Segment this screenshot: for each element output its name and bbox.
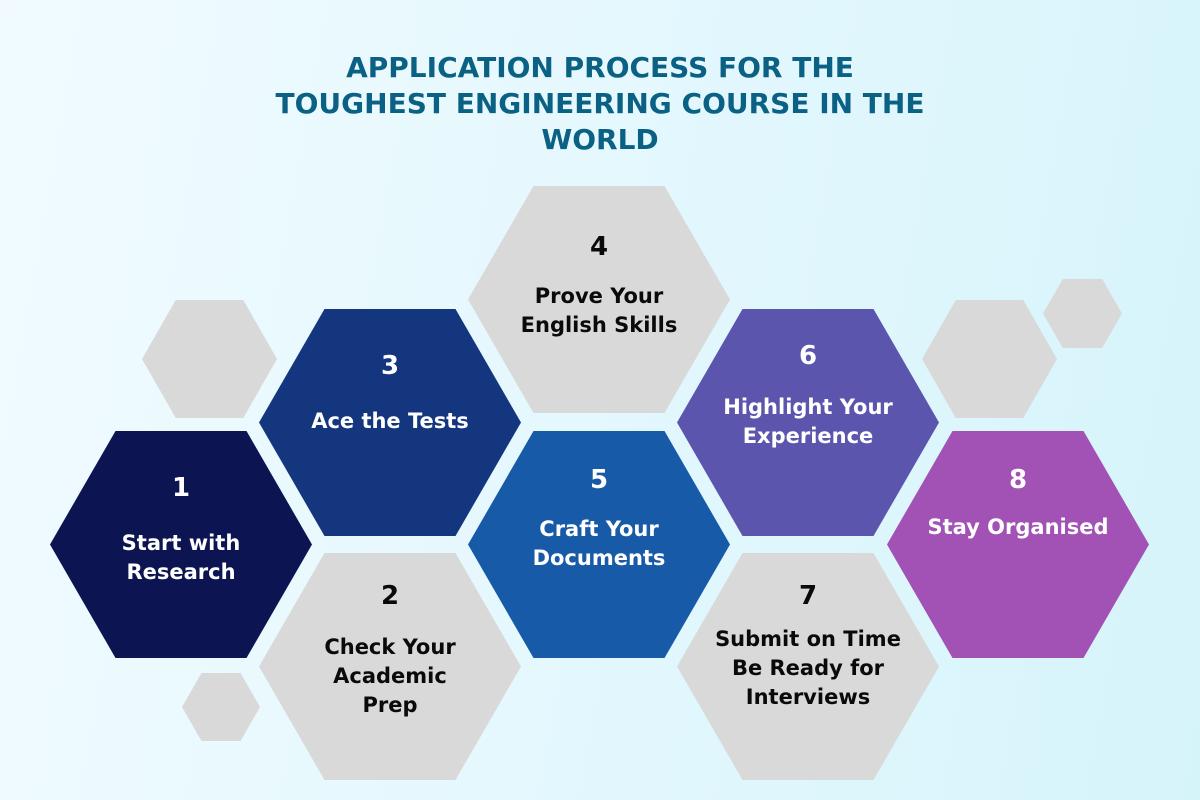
step-hexagon-7: 7 Submit on Time Be Ready for Interviews: [677, 553, 939, 780]
title-line-1: APPLICATION PROCESS FOR THE: [346, 51, 854, 84]
step-label: Stay Organised: [927, 515, 1109, 539]
step-label: Prove Your English Skills: [520, 284, 678, 337]
decorative-hexagon-right: [922, 300, 1057, 418]
step-hexagon-4: 4 Prove Your English Skills: [468, 186, 730, 413]
step-hexagon-5: 5 Craft Your Documents: [468, 431, 730, 658]
step-number: 8: [1008, 465, 1028, 495]
decorative-hexagon-top-right: [1043, 279, 1122, 348]
decorative-hexagon-left: [142, 300, 277, 418]
step-hexagon-8: 8 Stay Organised: [887, 431, 1149, 658]
step-label: Submit on Time Be Ready for Interviews: [715, 627, 901, 709]
step-hexagon-3: 3 Ace the Tests: [259, 309, 521, 536]
step-label: Craft Your Documents: [532, 517, 666, 570]
step-label: Check Your Academic Prep: [324, 635, 456, 717]
step-number: 7: [798, 581, 818, 611]
step-number: 4: [589, 232, 609, 262]
step-hexagon-2: 2 Check Your Academic Prep: [259, 553, 521, 780]
step-label: Ace the Tests: [311, 409, 469, 433]
step-label: Start with Research: [121, 531, 241, 584]
page-title: APPLICATION PROCESS FOR THE TOUGHEST ENG…: [0, 50, 1200, 158]
step-number: 1: [171, 473, 191, 503]
step-hexagon-6: 6 Highlight Your Experience: [677, 309, 939, 536]
step-number: 2: [380, 581, 400, 611]
step-label: Highlight Your Experience: [723, 395, 893, 448]
step-number: 6: [798, 341, 818, 371]
title-line-2: TOUGHEST ENGINEERING COURSE IN THE: [275, 87, 925, 120]
decorative-hexagon-bottom-left: [182, 673, 260, 741]
title-line-3: WORLD: [541, 123, 659, 156]
step-number: 5: [589, 465, 609, 495]
step-hexagon-1: 1 Start with Research: [50, 431, 312, 658]
step-number: 3: [380, 351, 400, 381]
